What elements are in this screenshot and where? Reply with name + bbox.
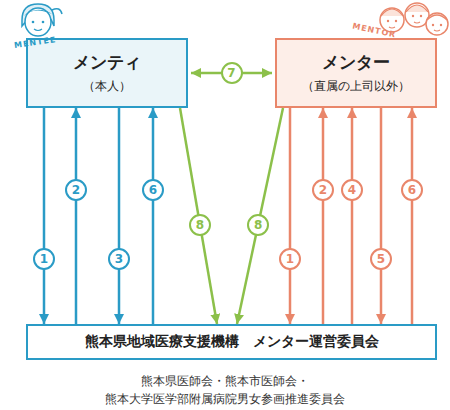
caption: 熊本県医師会・熊本市医師会・ 熊本大学医学部附属病院男女参画推進委員会	[100, 372, 350, 408]
mentee-eye	[32, 21, 35, 24]
flow-arrow	[118, 108, 121, 324]
step-number: 7	[221, 62, 243, 84]
step-number: 4	[341, 179, 363, 201]
flow-arrow	[380, 108, 383, 324]
mentee-eye	[42, 21, 45, 24]
mentee-face	[22, 4, 62, 36]
mentor-eye	[412, 15, 414, 17]
step-number: 5	[370, 248, 392, 270]
mentee-mouth	[34, 29, 42, 31]
mentor-hair	[427, 15, 447, 20]
mentor-mouth	[389, 27, 395, 28]
flow-arrow	[322, 108, 325, 324]
mentee-head	[25, 8, 51, 36]
step-number: 2	[65, 179, 87, 201]
step-number: 1	[33, 248, 55, 270]
node-title: メンター	[322, 51, 390, 74]
mentor-head	[426, 13, 448, 35]
mentee-fringe	[24, 10, 52, 16]
step-number: 6	[142, 179, 164, 201]
flow-arrow	[152, 108, 155, 324]
mentor-mouth	[414, 22, 420, 23]
step-number: 8	[247, 214, 269, 236]
node-subtitle: （直属の上司以外）	[302, 78, 410, 95]
mentee-box: メンティ （本人）	[26, 38, 188, 108]
mentor-eye	[420, 15, 422, 17]
step-number: 1	[279, 248, 301, 270]
committee-box: 熊本県地域医療支援機構 メンター運営委員会	[26, 324, 437, 360]
flow-arrow	[237, 108, 283, 324]
node-title: 熊本県地域医療支援機構 メンター運営委員会	[85, 333, 379, 351]
step-number: 2	[312, 179, 334, 201]
step-number: 3	[108, 248, 130, 270]
mentor-eye	[387, 20, 389, 22]
step-number: 8	[189, 214, 211, 236]
flow-arrow	[43, 108, 46, 324]
mentor-mouth	[434, 30, 440, 31]
node-subtitle: （本人）	[83, 78, 131, 95]
flow-arrow	[75, 108, 78, 324]
mentor-eye	[432, 24, 434, 26]
step-number: 6	[401, 179, 423, 201]
flow-arrow	[411, 108, 414, 324]
mentee-ponytail	[52, 9, 62, 14]
mentor-hair	[381, 9, 403, 16]
mentor-eye	[440, 24, 442, 26]
flow-arrow	[180, 108, 217, 324]
mentor-box: メンター （直属の上司以外）	[275, 38, 437, 108]
flow-arrow	[289, 108, 292, 324]
flow-arrow	[351, 108, 354, 324]
mentor-hair	[406, 5, 428, 12]
node-title: メンティ	[73, 51, 141, 74]
mentor-eye	[395, 20, 397, 22]
